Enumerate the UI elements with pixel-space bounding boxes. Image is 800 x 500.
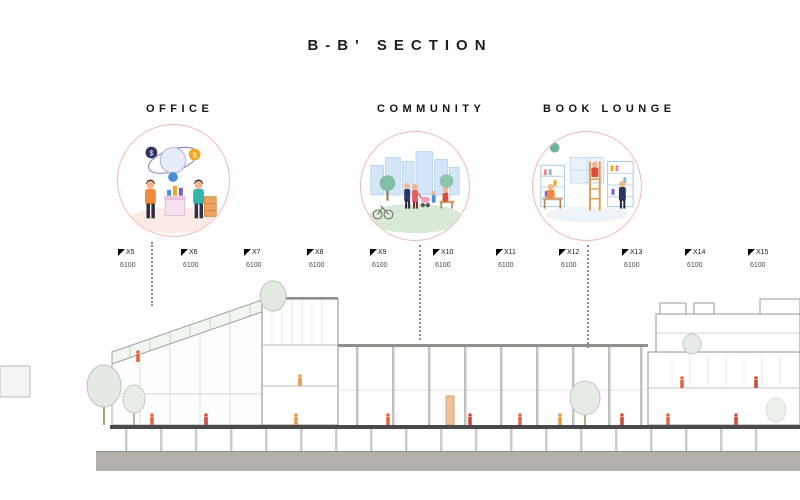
office-illustration: $ $	[127, 146, 219, 234]
grid-marker-x10: X10 6100	[433, 249, 453, 269]
grid-marker-label: X14	[693, 249, 706, 256]
office-block	[261, 297, 339, 426]
grid-marker-dim: 6100	[498, 262, 514, 269]
book-lounge-callout-circle	[532, 131, 642, 241]
grid-marker-dim: 6100	[750, 262, 766, 269]
book-lounge-label: BOOK LOUNGE	[543, 103, 676, 115]
grid-marker-dim: 6100	[561, 262, 577, 269]
grid-marker-x7: X7 6100	[244, 249, 262, 269]
grid-marker-label: X15	[756, 249, 769, 256]
grid-flag-icon	[685, 249, 692, 256]
grid-flag-icon	[181, 249, 188, 256]
grid-marker-dim: 6100	[687, 262, 703, 269]
trees	[86, 280, 787, 425]
grid-marker-label: X12	[567, 249, 580, 256]
grid-flag-icon	[748, 249, 755, 256]
page-title: B-B' SECTION	[307, 37, 493, 54]
grid-marker-label: X9	[378, 249, 387, 256]
community-callout-circle	[360, 131, 470, 241]
grid-marker-dim: 6100	[435, 262, 451, 269]
community-canopy	[338, 344, 648, 426]
grid-marker-dim: 6100	[372, 262, 388, 269]
book-lounge-leader-line	[587, 245, 589, 348]
grid-flag-icon	[370, 249, 377, 256]
grid-marker-label: X10	[441, 249, 454, 256]
grid-flag-icon	[244, 249, 251, 256]
grid-marker-x15: X15 6100	[748, 249, 768, 269]
grid-marker-dim: 6100	[309, 262, 325, 269]
grid-flag-icon	[118, 249, 125, 256]
grid-marker-x5: X5 6100	[118, 249, 136, 269]
grid-marker-x11: X11 6100	[496, 249, 516, 269]
grid-marker-x9: X9 6100	[370, 249, 388, 269]
grid-marker-x12: X12 6100	[559, 249, 579, 269]
grid-marker-x14: X14 6100	[685, 249, 705, 269]
svg-text:$: $	[149, 150, 153, 157]
ground-structure	[96, 425, 800, 471]
community-illustration	[365, 151, 465, 234]
grid-marker-x13: X13 6100	[622, 249, 642, 269]
community-label: COMMUNITY	[377, 103, 486, 115]
grid-flag-icon	[559, 249, 566, 256]
grid-marker-x6: X6 6100	[181, 249, 199, 269]
office-label: OFFICE	[146, 103, 214, 115]
people-figures	[136, 350, 758, 425]
office-callout-circle: $ $	[117, 124, 230, 237]
office-leader-line	[151, 242, 153, 306]
grid-marker-x8: X8 6100	[307, 249, 325, 269]
grid-marker-dim: 6100	[624, 262, 640, 269]
grid-flag-icon	[622, 249, 629, 256]
grid-marker-label: X13	[630, 249, 643, 256]
grid-marker-dim: 6100	[246, 262, 262, 269]
book-lounge-illustration	[540, 135, 634, 223]
annex-box	[0, 365, 31, 398]
community-leader-line	[419, 245, 421, 340]
grid-marker-dim: 6100	[120, 262, 136, 269]
svg-text:$: $	[193, 152, 197, 159]
grid-marker-label: X8	[315, 249, 324, 256]
grid-flag-icon	[433, 249, 440, 256]
grid-marker-label: X5	[126, 249, 135, 256]
grid-marker-dim: 6100	[183, 262, 199, 269]
grid-marker-label: X6	[189, 249, 198, 256]
grid-marker-label: X7	[252, 249, 261, 256]
grid-flag-icon	[496, 249, 503, 256]
grid-flag-icon	[307, 249, 314, 256]
grid-marker-label: X11	[504, 249, 516, 256]
